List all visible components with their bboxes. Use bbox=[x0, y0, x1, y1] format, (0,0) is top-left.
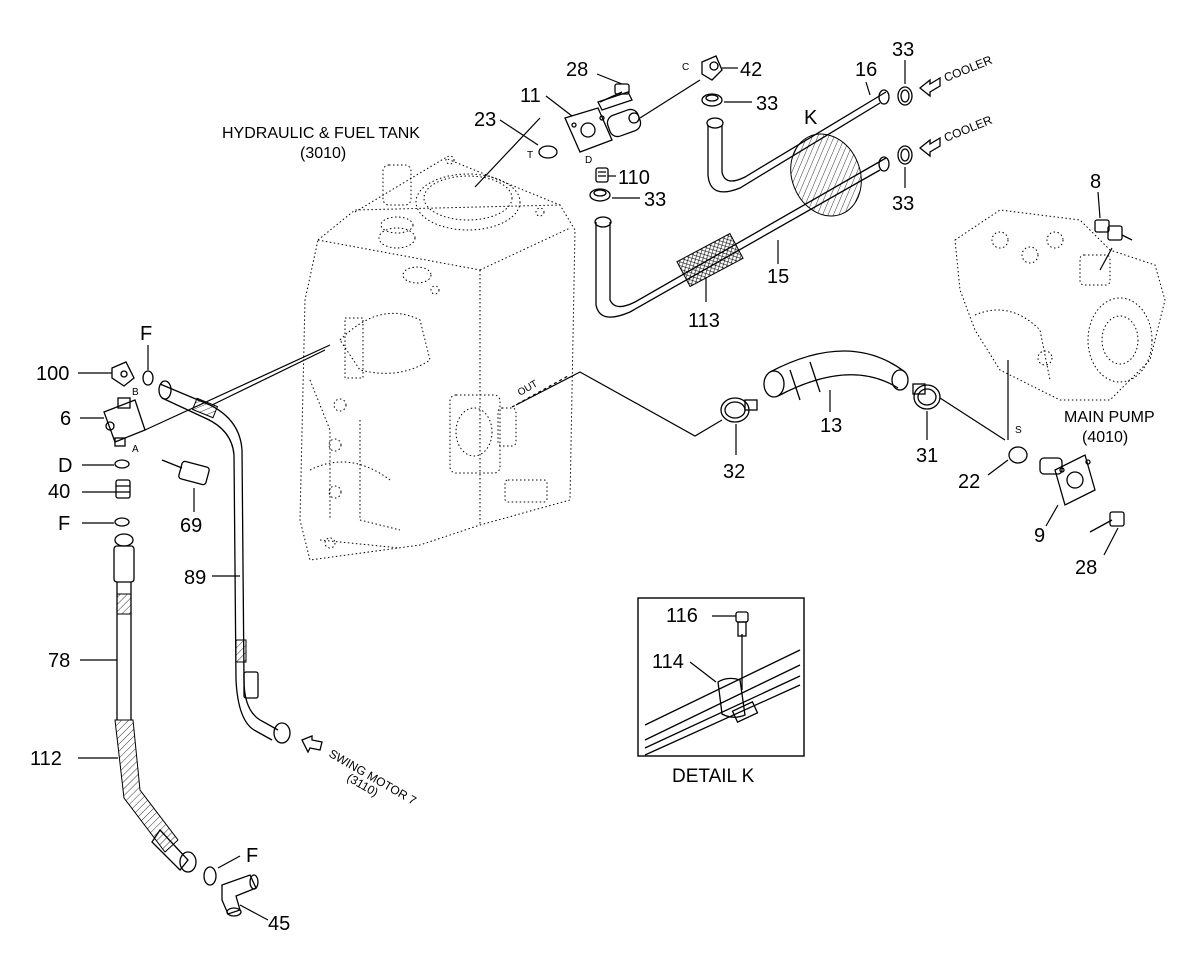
callout-110: 110 bbox=[618, 167, 650, 189]
bolt-28-bottom bbox=[1089, 511, 1125, 533]
callout-112: 112 bbox=[30, 748, 62, 770]
spring-guard-113 bbox=[676, 232, 744, 288]
o-ring-f-bottom bbox=[203, 866, 217, 886]
hose-78 bbox=[113, 533, 135, 720]
fitting-110 bbox=[595, 167, 609, 183]
hose-16 bbox=[706, 89, 890, 193]
detail-k-letter: K bbox=[804, 107, 818, 129]
o-ring-23 bbox=[538, 145, 558, 159]
fitting-8 bbox=[1094, 219, 1133, 241]
hose-13 bbox=[763, 350, 909, 401]
hose-15 bbox=[594, 156, 890, 318]
port-s-label: S bbox=[1015, 425, 1022, 436]
elbow-100 bbox=[111, 361, 135, 387]
tank-code-label: (3010) bbox=[300, 145, 346, 162]
callout-33-cooler-bottom: 33 bbox=[892, 193, 914, 215]
clamp-33-lower-left bbox=[589, 188, 611, 202]
callout-28-bottom: 28 bbox=[1075, 557, 1097, 579]
pump-code-label: (4010) bbox=[1082, 429, 1128, 446]
cooler-label-bottom: COOLER bbox=[942, 113, 995, 145]
callout-33-upper-middle: 33 bbox=[756, 93, 778, 115]
tank-leader-line bbox=[474, 117, 541, 188]
port-t-label: T bbox=[527, 150, 533, 161]
callout-31: 31 bbox=[916, 445, 938, 467]
flange-assembly-11 bbox=[564, 91, 642, 153]
callout-11: 11 bbox=[520, 85, 541, 107]
fitting-40 bbox=[115, 479, 131, 499]
callout-40: 40 bbox=[48, 481, 70, 503]
callout-113: 113 bbox=[688, 310, 720, 332]
detail-k-panel bbox=[637, 597, 805, 757]
callout-16: 16 bbox=[855, 59, 877, 81]
port-out-label: OUT bbox=[516, 379, 540, 399]
tank-name-label: HYDRAULIC & FUEL TANK bbox=[222, 125, 420, 142]
o-ring-f-middle bbox=[114, 517, 130, 527]
port-d-label: D bbox=[585, 155, 592, 166]
o-ring-d bbox=[114, 459, 130, 469]
detail-k-marker bbox=[790, 133, 862, 217]
callout-6: 6 bbox=[60, 408, 71, 430]
callout-114: 114 bbox=[652, 651, 684, 673]
cooler-label-top: COOLER bbox=[942, 53, 995, 85]
callout-9: 9 bbox=[1034, 525, 1045, 547]
main-pump bbox=[954, 209, 1166, 401]
o-ring-f-top bbox=[142, 370, 154, 386]
hydraulic-fuel-tank bbox=[299, 155, 576, 561]
callout-f-top: F bbox=[140, 323, 152, 345]
callout-116: 116 bbox=[666, 605, 698, 627]
callout-33-lower-left: 33 bbox=[644, 189, 666, 211]
callout-32: 32 bbox=[723, 461, 745, 483]
callout-42: 42 bbox=[740, 59, 762, 81]
arrow-to-swing-motor bbox=[301, 735, 323, 754]
fitting-69 bbox=[161, 459, 210, 486]
clamp-32 bbox=[720, 397, 758, 423]
tee-45 bbox=[221, 874, 259, 917]
callout-8: 8 bbox=[1090, 171, 1101, 193]
flange-9 bbox=[1039, 454, 1096, 506]
callout-28-top: 28 bbox=[566, 59, 588, 81]
arrow-to-cooler-bottom bbox=[918, 136, 941, 158]
callout-78: 78 bbox=[48, 650, 70, 672]
arrow-to-cooler-top bbox=[918, 76, 941, 98]
port-c-label: C bbox=[682, 62, 689, 73]
hose-89 bbox=[158, 380, 291, 744]
check-valve-6 bbox=[103, 397, 146, 447]
pump-name-label: MAIN PUMP bbox=[1064, 409, 1155, 426]
callout-13: 13 bbox=[820, 415, 842, 437]
detail-k-title: DETAIL K bbox=[672, 766, 755, 787]
callout-d: D bbox=[58, 455, 72, 477]
callout-15: 15 bbox=[767, 266, 789, 288]
clamp-33-cooler-bottom bbox=[897, 145, 913, 165]
callout-23: 23 bbox=[474, 109, 496, 131]
callout-45: 45 bbox=[268, 913, 290, 935]
port-a-label: A bbox=[132, 444, 139, 455]
o-ring-22 bbox=[1008, 446, 1028, 464]
callout-f-middle: F bbox=[58, 513, 70, 535]
callout-100: 100 bbox=[36, 363, 69, 385]
clamp-31 bbox=[912, 383, 941, 410]
callout-f-bottom: F bbox=[246, 845, 258, 867]
clamp-33-upper-middle bbox=[701, 93, 723, 107]
elbow-42 bbox=[701, 55, 723, 81]
clamp-33-cooler-top bbox=[897, 86, 913, 106]
callout-22: 22 bbox=[958, 471, 980, 493]
callout-89: 89 bbox=[184, 567, 206, 589]
callout-33-cooler-top: 33 bbox=[892, 39, 914, 61]
spring-guard-112 bbox=[114, 719, 197, 873]
port-b-label: B bbox=[132, 387, 139, 398]
callout-69: 69 bbox=[180, 515, 202, 537]
